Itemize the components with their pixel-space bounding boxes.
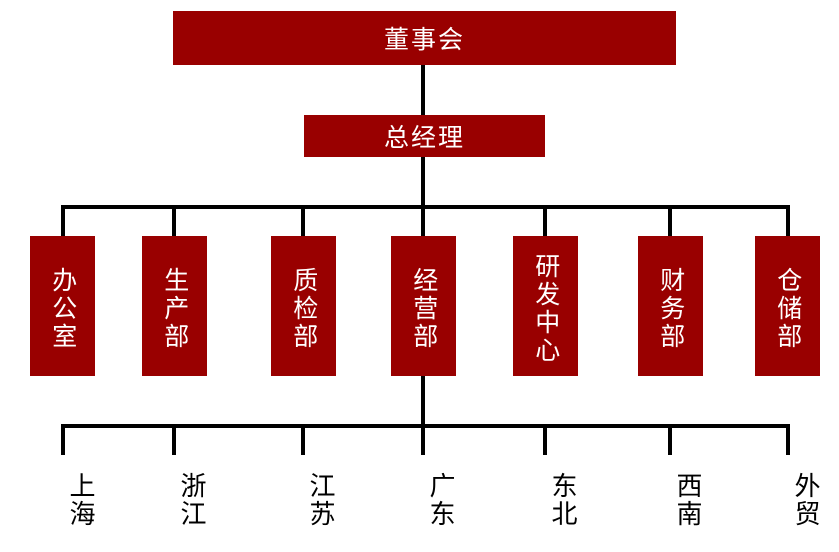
leaf-region-northeast[interactable]: 东北 [547,472,577,528]
connector-region-bus [61,424,790,428]
node-department-operations[interactable]: 经营部 [391,236,456,376]
node-department-finance[interactable]: 财务部 [638,236,703,376]
node-department-production[interactable]: 生产部 [142,236,207,376]
connector-drop-operations [421,205,425,236]
connector-drop-jiangsu [301,424,305,455]
connector-drop-zhejiang [172,424,176,455]
node-department-quality-inspection[interactable]: 质检部 [271,236,336,376]
leaf-region-foreign-trade[interactable]: 外贸 [790,472,820,528]
leaf-region-zhejiang[interactable]: 浙江 [176,472,206,528]
connector-drop-quality [301,205,305,236]
node-board-of-directors[interactable]: 董事会 [173,11,676,65]
connector-drop-guangdong [421,424,425,455]
leaf-region-southwest[interactable]: 西南 [672,472,702,528]
connector-drop-shanghai [61,424,65,455]
connector-department-bus [61,205,790,209]
connector-drop-warehouse [786,205,790,236]
connector-drop-foreign-trade [786,424,790,455]
connector-drop-southwest [668,424,672,455]
connector-drop-production [172,205,176,236]
connector-drop-office [61,205,65,236]
leaf-region-shanghai[interactable]: 上海 [65,472,95,528]
connector-board-to-gm [421,65,425,115]
connector-drop-northeast [543,424,547,455]
leaf-region-guangdong[interactable]: 广东 [425,472,455,528]
node-general-manager[interactable]: 总经理 [304,115,545,157]
connector-drop-finance [668,205,672,236]
leaf-region-jiangsu[interactable]: 江苏 [305,472,335,528]
node-department-warehousing[interactable]: 仓储部 [755,236,820,376]
connector-gm-to-department-bus [421,157,425,209]
node-department-office[interactable]: 办公室 [30,236,95,376]
connector-operations-to-region-bus [421,376,425,426]
connector-drop-rnd [543,205,547,236]
node-department-rnd-center[interactable]: 研发中心 [513,236,578,376]
